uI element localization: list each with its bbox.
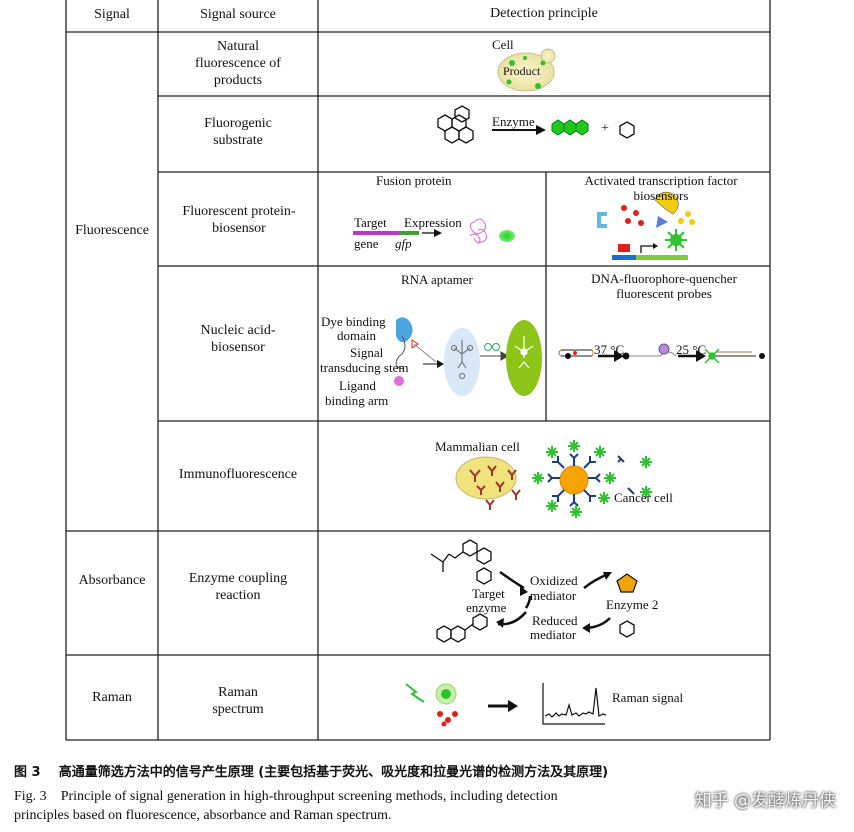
raman-cell-icon	[405, 683, 458, 727]
header-signal-source: Signal source	[200, 7, 276, 22]
source-immunofluorescence: Immunofluorescence	[178, 467, 298, 482]
label-binding-arm: binding arm	[325, 393, 389, 408]
signal-absorbance: Absorbance	[78, 573, 146, 588]
caption-cn-text: 高通量筛选方法中的信号产生原理 (主要包括基于荧光、吸光度和拉曼光谱的检测方法及…	[58, 765, 609, 780]
substrate-molecule-icon	[437, 105, 474, 144]
watermark: 知乎 @发酵炼丹侠	[694, 791, 836, 811]
label-domain: domain	[337, 328, 376, 343]
label-oxidized-mediator: mediator	[530, 588, 577, 603]
label-dna-probe: DNA-fluorophore-quencher fluorescent pro…	[591, 271, 737, 301]
header-signal: Signal	[94, 7, 130, 22]
label-fusion-protein: Fusion protein	[376, 173, 452, 188]
substrate-molecule-2-icon	[430, 539, 492, 643]
mammalian-cell-icon	[455, 456, 517, 500]
source-natural-fluorescence: Natural fluorescence of products	[195, 39, 281, 88]
cancer-cell-icon	[559, 465, 589, 495]
protein-icon	[469, 218, 487, 245]
green-star-icons	[532, 440, 652, 518]
fluorescent-product-icon	[551, 119, 589, 136]
label-signal: Signal	[350, 345, 384, 360]
aptamer-structure-icon	[394, 317, 444, 386]
source-fluorescent-protein: Fluorescent protein-biosensor	[182, 204, 296, 236]
label-expression: Expression	[404, 215, 462, 230]
source-nucleic-acid: Nucleic acid-biosensor	[200, 323, 276, 355]
label-enzyme: Enzyme	[492, 114, 535, 129]
label-target-enzyme-2: enzyme	[466, 600, 507, 615]
label-target: Target	[354, 215, 387, 230]
fluorescence-burst-icon	[665, 229, 687, 251]
label-oxidized: Oxidized	[530, 573, 578, 588]
source-enzyme-coupling: Enzyme coupling reaction	[188, 571, 288, 603]
caption-en-label: Fig. 3	[14, 789, 47, 804]
gene-construct-icon	[353, 231, 419, 235]
cancer-antibodies	[547, 453, 635, 507]
signal-raman: Raman	[92, 690, 132, 705]
source-raman-spectrum: Raman spectrum	[212, 685, 264, 717]
oxidized-product-icon	[616, 573, 638, 593]
header-detection-principle: Detection principle	[490, 6, 598, 21]
fluorophore-icon	[704, 348, 720, 364]
dna-hairpin-probe-icon	[558, 343, 765, 360]
caption-cn-label: 图 3	[14, 765, 41, 780]
label-reduced: Reduced	[532, 613, 578, 628]
caption-chinese: 图 3 高通量筛选方法中的信号产生原理 (主要包括基于荧光、吸光度和拉曼光谱的检…	[14, 764, 608, 782]
gfp-icon	[499, 230, 515, 242]
raman-spectrum-icon	[542, 683, 607, 725]
label-ligand: Ligand	[339, 378, 376, 393]
label-activated-tf: Activated transcription factor biosensor…	[584, 173, 738, 203]
label-rna-aptamer: RNA aptamer	[401, 272, 473, 287]
caption-english-line1: Fig. 3 Principle of signal generation in…	[14, 788, 558, 806]
label-reduced-mediator: mediator	[530, 627, 577, 642]
label-target-enzyme-1: Target	[472, 586, 505, 601]
source-fluorogenic-substrate: Fluorogenic substrate	[204, 116, 272, 148]
label-mammalian-cell: Mammalian cell	[435, 439, 520, 454]
label-transducing-stem: transducing stem	[320, 360, 409, 375]
label-raman-signal: Raman signal	[612, 690, 684, 705]
label-cell: Cell	[492, 37, 514, 52]
label-plus: +	[601, 121, 609, 136]
label-product: Product	[503, 64, 541, 78]
label-cancer-cell: Cancer cell	[614, 490, 673, 505]
label-temp-37: 37 °C	[594, 342, 625, 357]
caption-en-text-1: Principle of signal generation in high-t…	[60, 789, 558, 804]
signal-fluorescence: Fluorescence	[75, 223, 149, 238]
label-temp-25: 25 °C	[676, 342, 707, 357]
leaving-group-icon	[619, 121, 635, 139]
reduced-product-icon	[619, 620, 635, 638]
label-gfp: gfp	[395, 236, 412, 251]
label-dye-binding: Dye binding	[321, 314, 386, 329]
antibody-icons	[469, 465, 521, 510]
product-cell-icon	[497, 48, 556, 92]
transcription-factor-icon	[597, 191, 695, 260]
label-enzyme-2: Enzyme 2	[606, 597, 659, 612]
label-gene: gene	[354, 236, 379, 251]
table-grid	[65, 0, 771, 741]
caption-english-line2: principles based on fluorescence, absorb…	[14, 808, 392, 823]
